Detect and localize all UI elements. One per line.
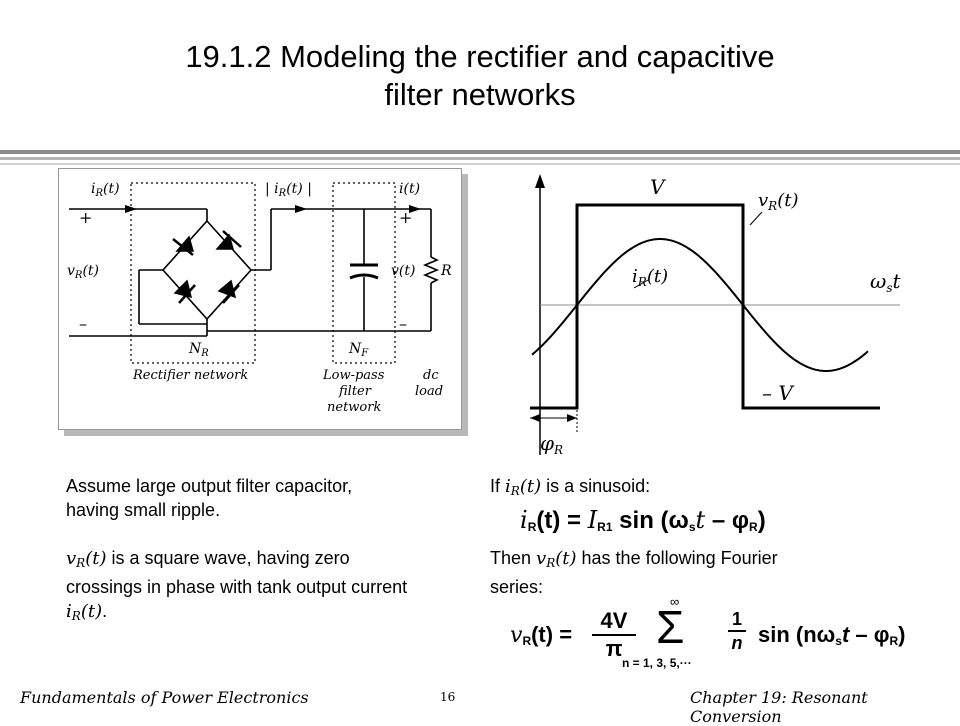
iR-equation: iR(t) = IR1 sin (ωst – φR) bbox=[520, 506, 766, 534]
i-arrow bbox=[409, 205, 421, 213]
sum-symbol: Σ bbox=[656, 601, 685, 653]
circuit-panel: iR(t) | iR(t) | i(t) + + vR(t) v(t) R – … bbox=[58, 168, 462, 430]
V-label: V bbox=[650, 175, 667, 199]
phi-arrow-left bbox=[530, 414, 540, 422]
eq2-one-over-n: 1 n bbox=[728, 608, 746, 654]
assumption-text: Assume large output filter capacitor, ha… bbox=[66, 476, 353, 520]
diode-4 bbox=[217, 279, 237, 299]
v-label: v(t) bbox=[391, 263, 415, 279]
phi-arrow-right bbox=[567, 414, 577, 422]
minus-right: – bbox=[399, 314, 407, 333]
minus-left: – bbox=[79, 314, 87, 333]
title-line-1: 19.1.2 Modeling the rectifier and capaci… bbox=[185, 39, 775, 74]
R-label: R bbox=[440, 263, 452, 279]
title-line-2: filter networks bbox=[384, 77, 576, 112]
load-label: load bbox=[415, 384, 443, 399]
fourier-intro-text: Then vR(t) has the following Fourier ser… bbox=[490, 548, 778, 597]
vR-square-wave bbox=[530, 203, 880, 410]
page-title: 19.1.2 Modeling the rectifier and capaci… bbox=[0, 38, 960, 114]
diode-bridge bbox=[161, 219, 253, 321]
omega-t-label: ωst bbox=[870, 269, 901, 295]
square-wave-text: vR(t) is a square wave, having zero cros… bbox=[66, 548, 408, 623]
plus-left: + bbox=[79, 208, 92, 227]
phi-label: φR bbox=[540, 431, 563, 457]
eq2-fraction: 4V π bbox=[592, 608, 636, 662]
lowpass-line-2: filter bbox=[338, 384, 372, 399]
abs-iR-arrow bbox=[295, 205, 307, 213]
iR-label: iR(t) bbox=[91, 181, 120, 199]
page-number: 16 bbox=[440, 690, 456, 704]
filter-network-box bbox=[332, 182, 396, 364]
dc-label: dc bbox=[423, 368, 439, 383]
sum-range: n = 1, 3, 5,··· bbox=[622, 656, 692, 670]
NF-label: NF bbox=[348, 341, 369, 359]
title-rule-1 bbox=[0, 150, 960, 154]
title-rule-3 bbox=[0, 163, 960, 165]
lowpass-line-3: network bbox=[327, 400, 381, 415]
rectifier-network-label: Rectifier network bbox=[132, 368, 248, 383]
lowpass-line-1: Low-pass bbox=[322, 368, 385, 383]
fourier-equation: vR(t) = 4V π ∞ Σ n = 1, 3, 5,··· 1 n sin… bbox=[510, 594, 930, 680]
footer-book-title: Fundamentals of Power Electronics bbox=[20, 688, 309, 707]
vR-wave-label: vR(t) bbox=[758, 190, 799, 213]
iR-sinusoid bbox=[531, 238, 869, 372]
iR-wave-label: iR(t) bbox=[632, 266, 668, 289]
title-rule-2 bbox=[0, 157, 960, 160]
diode-3 bbox=[173, 279, 193, 299]
circuit-diagram: iR(t) | iR(t) | i(t) + + vR(t) v(t) R – … bbox=[67, 181, 452, 415]
plus-right: + bbox=[399, 208, 412, 227]
footer-chapter: Chapter 19: Resonant Conversion bbox=[690, 688, 868, 726]
vR-label: vR(t) bbox=[67, 263, 99, 281]
i-label: i(t) bbox=[399, 181, 420, 197]
load-resistor bbox=[422, 256, 440, 284]
sinusoid-condition-text: If iR(t) is a sinusoid: bbox=[490, 476, 651, 498]
minus-V-label: – V bbox=[762, 381, 795, 405]
waveform-diagram: V vR(t) iR(t) ωst – V φR bbox=[530, 174, 901, 457]
eq2-sine-term: sin (nωst – φR) bbox=[758, 622, 906, 648]
sum-upper-limit: ∞ bbox=[670, 594, 680, 609]
diode-1 bbox=[175, 235, 194, 252]
abs-iR-label: | iR(t) | bbox=[265, 181, 312, 199]
capacitor-plate-bottom bbox=[349, 273, 379, 280]
NR-label: NR bbox=[188, 341, 209, 359]
diode-2 bbox=[215, 233, 234, 250]
rectifier-network-box bbox=[130, 182, 256, 364]
eq2-lhs: vR(t) = bbox=[510, 622, 573, 648]
vertical-axis-arrow bbox=[535, 174, 545, 188]
